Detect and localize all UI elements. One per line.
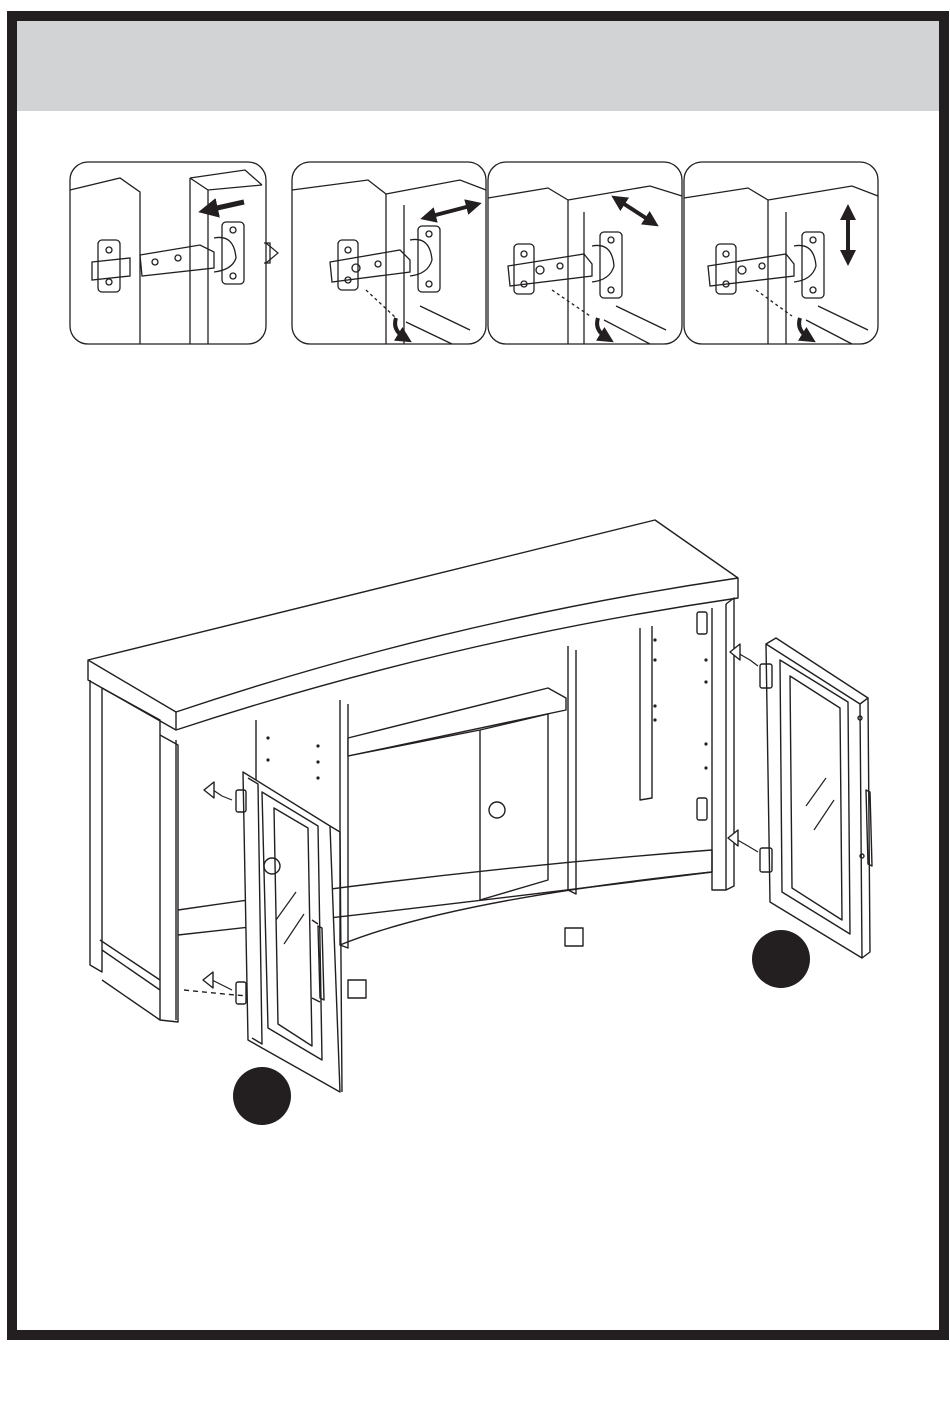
part-marker-left [233, 1067, 291, 1125]
hinge-step-1 [70, 162, 278, 344]
hinge-step-3 [488, 162, 682, 344]
tv-stand-illustration [88, 520, 872, 1092]
part-marker-right [752, 930, 810, 988]
hinge-step-4 [684, 162, 878, 344]
hinge-step-2 [292, 162, 486, 344]
